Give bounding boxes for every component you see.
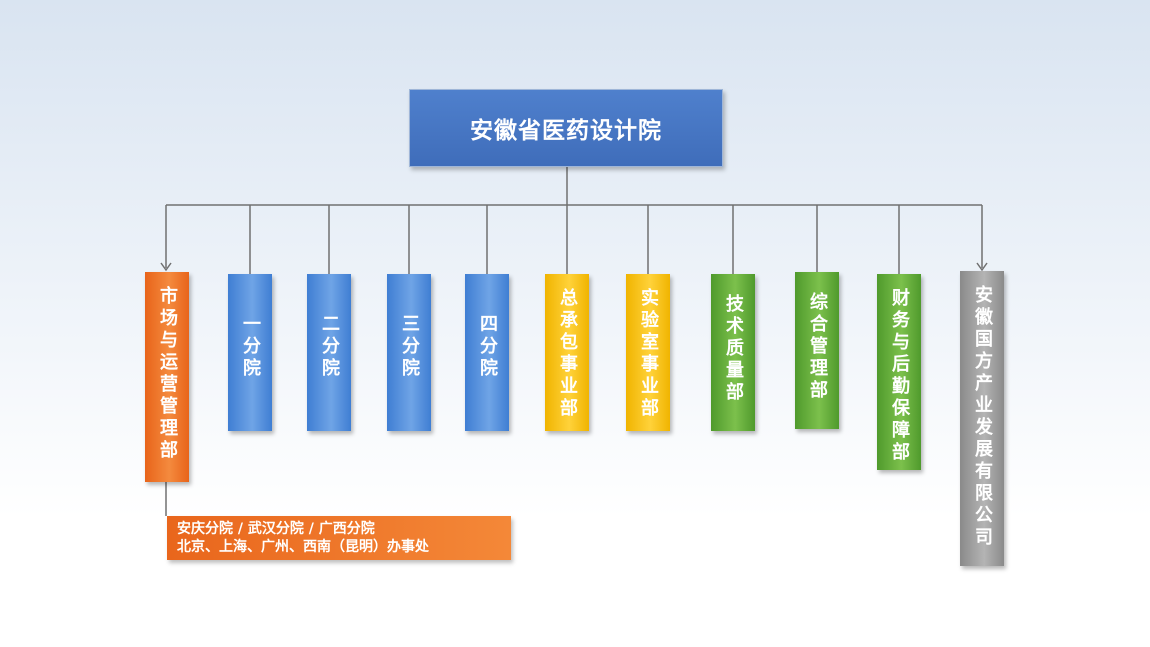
node-lab: 实验室事业部	[626, 274, 670, 431]
node-market: 市场与运营管理部	[145, 272, 189, 482]
sub-note-line2: 北京、上海、广州、西南（昆明）办事处	[177, 539, 429, 555]
root-label: 安徽省医药设计院	[470, 118, 662, 144]
node-label: 一分院	[240, 314, 261, 380]
sub-note-box: 安庆分院 / 武汉分院 / 广西分院 北京、上海、广州、西南（昆明）办事处	[167, 516, 511, 560]
node-branch4: 四分院	[465, 274, 509, 431]
node-admin: 综合管理部	[795, 272, 839, 429]
arrow-state	[976, 262, 988, 272]
sub-note-line1: 安庆分院 / 武汉分院 / 广西分院	[177, 521, 375, 537]
node-branch1: 一分院	[228, 274, 272, 431]
node-label: 技术质量部	[723, 294, 744, 404]
arrow-market	[160, 262, 172, 272]
node-finance: 财务与后勤保障部	[877, 274, 921, 470]
node-label: 财务与后勤保障部	[889, 288, 910, 464]
node-label: 市场与运营管理部	[157, 286, 178, 462]
node-branch2: 二分院	[307, 274, 351, 431]
node-label: 综合管理部	[807, 292, 828, 402]
node-state: 安徽国方产业发展有限公司	[960, 271, 1004, 566]
node-contracting: 总承包事业部	[545, 274, 589, 431]
root-node: 安徽省医药设计院	[409, 89, 723, 167]
node-label: 实验室事业部	[638, 288, 659, 420]
node-quality: 技术质量部	[711, 274, 755, 431]
node-label: 总承包事业部	[557, 288, 578, 420]
node-label: 二分院	[319, 314, 340, 380]
node-label: 安徽国方产业发展有限公司	[972, 285, 993, 549]
node-label: 三分院	[399, 314, 420, 380]
node-branch3: 三分院	[387, 274, 431, 431]
node-label: 四分院	[477, 314, 498, 380]
